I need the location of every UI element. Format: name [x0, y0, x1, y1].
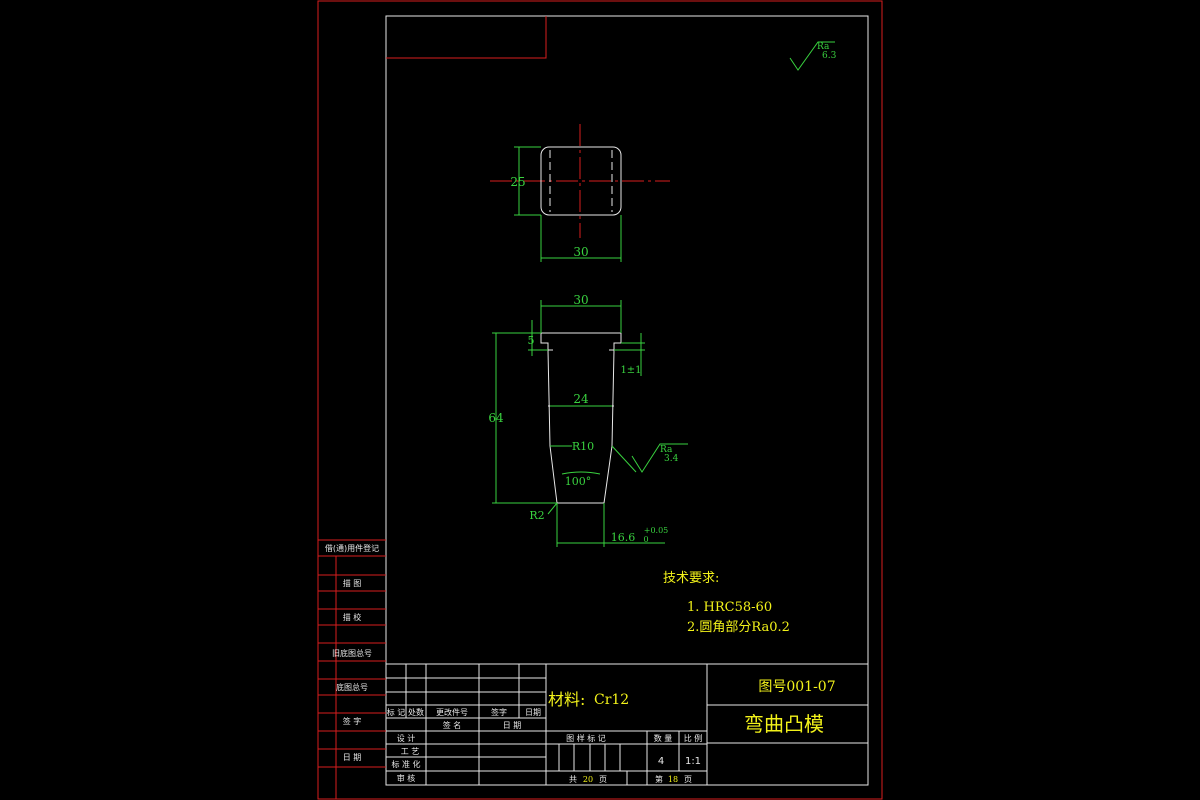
mark-header-2: 比 例 [684, 733, 703, 743]
dim-tip-width: 16.6 [611, 531, 636, 544]
dim-step: 1±1 [620, 365, 641, 376]
sign-header-1: 日 期 [503, 721, 522, 730]
side-row-4: 底图总号 [336, 682, 368, 692]
dim-angle: 100° [565, 475, 592, 488]
front-view: 30 5 64 24 1±1 R10 100° R2 16.6 +0.05 0 [488, 293, 688, 547]
dim-total-height: 64 [488, 411, 504, 425]
dim-head-width: 30 [573, 293, 588, 307]
quantity-value: 4 [658, 756, 664, 767]
drawing-number: 图号001-07 [758, 679, 835, 695]
material-value: Cr12 [594, 692, 629, 708]
top-view: 25 30 [490, 124, 670, 262]
role-3: 审 核 [397, 773, 416, 783]
tech-req-item-1: 1. HRC58-60 [687, 600, 772, 615]
tech-req-item-2: 2.圆角部分Ra0.2 [687, 620, 790, 635]
inner-border [385, 15, 869, 786]
mark-header-0: 图 样 标 记 [566, 733, 606, 743]
page-no-value: 18 [668, 775, 678, 784]
role-2: 标 准 化 [391, 759, 420, 769]
mark-header-1: 数 量 [654, 733, 673, 743]
roughness-general-symbol: Ra 6.3 [789, 41, 837, 71]
top-left-box [386, 16, 547, 59]
roughness-general-ra: Ra [817, 42, 830, 52]
side-row-6: 日 期 [343, 753, 362, 762]
scale-value: 1:1 [685, 756, 701, 767]
dim-head-height: 5 [528, 334, 535, 347]
dim-fillet-radius: R10 [572, 440, 594, 453]
side-row-3: 旧底图总号 [332, 648, 372, 658]
sign-header-0: 签 名 [443, 720, 462, 730]
side-table: 借(通)用件登记 描 图 描 校 旧底图总号 底图总号 签 字 日 期 [318, 539, 386, 799]
roughness-local-value: 3.4 [664, 454, 679, 464]
dim-body-width: 24 [573, 392, 589, 406]
rev-header-1: 处数 [408, 707, 424, 717]
roughness-general-value: 6.3 [822, 51, 837, 61]
total-pages-value: 20 [583, 775, 593, 784]
role-1: 工 艺 [401, 747, 420, 756]
outer-border [317, 0, 883, 800]
roughness-local-ra: Ra [660, 445, 673, 455]
rev-header-4: 日期 [525, 708, 541, 717]
dim-top-width: 30 [573, 245, 588, 259]
page-no-prefix: 第 [655, 774, 663, 784]
title-block: 标 记 处数 更改件号 签字 日期 签 名 日 期 设 计 工 艺 标 准 化 … [386, 663, 868, 785]
dim-tip-tol-upper: +0.05 [644, 526, 669, 535]
dim-top-height: 25 [510, 175, 525, 189]
page-no-suffix: 页 [684, 775, 692, 784]
dim-tip-tol-lower: 0 [643, 535, 648, 544]
total-pages-prefix: 共 [569, 775, 577, 784]
rev-header-2: 更改件号 [436, 707, 468, 717]
tech-req-heading: 技术要求: [663, 571, 719, 586]
rev-header-0: 标 记 [387, 707, 406, 717]
side-row-5: 签 字 [343, 716, 362, 726]
rev-header-3: 签字 [491, 707, 507, 717]
side-row-0: 借(通)用件登记 [325, 543, 379, 553]
tech-requirements: 技术要求: 1. HRC58-60 2.圆角部分Ra0.2 [663, 571, 790, 635]
side-row-2: 描 校 [343, 612, 362, 622]
material-label: 材料: [548, 690, 585, 709]
role-0: 设 计 [397, 733, 416, 743]
dim-tip-radius: R2 [529, 509, 544, 522]
total-pages-suffix: 页 [599, 775, 607, 784]
side-row-1: 描 图 [343, 578, 362, 588]
part-name: 弯曲凸模 [744, 712, 824, 736]
